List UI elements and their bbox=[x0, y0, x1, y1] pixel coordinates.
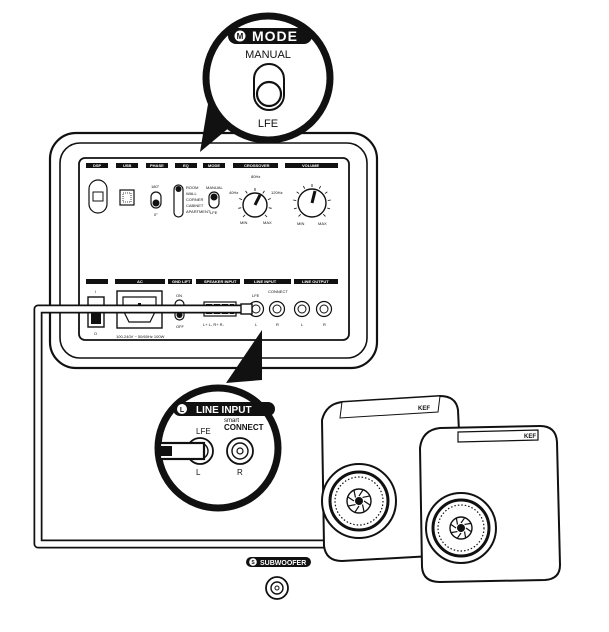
ac-rating: 100-240V ~ 50/60Hz 100W bbox=[116, 334, 165, 339]
subwoofer-rear-panel: DSP USB PHASE EQ MODE CROSSOVER VOLUME 1… bbox=[48, 131, 379, 370]
mode-title-pill bbox=[228, 28, 312, 44]
eq-cabinet: CABINET bbox=[186, 203, 204, 208]
header-phase: PHASE bbox=[150, 163, 164, 168]
r-jack-label: R bbox=[237, 468, 243, 477]
header-crossover: CROSSOVER bbox=[244, 163, 270, 168]
header-usb: USB bbox=[123, 163, 132, 168]
kef-logo-right: KEF bbox=[524, 434, 536, 440]
volume-knob: MIN MAX bbox=[293, 184, 331, 226]
mode-manual-small: MANUAL bbox=[206, 185, 223, 190]
subwoofer-title: SUBWOOFER bbox=[260, 560, 306, 567]
subwoofer-badge: S bbox=[251, 560, 255, 566]
panel-header-row-bottom: AC GND LIFT SPEAKER INPUT LINE INPUT LIN… bbox=[86, 279, 338, 284]
line-input-callout: L LINE INPUT smart CONNECT LFE L R bbox=[154, 330, 282, 512]
line-in-r-jack bbox=[268, 300, 286, 318]
power-i: I bbox=[95, 289, 96, 294]
eq-room: ROOM bbox=[186, 185, 198, 190]
smart-label: smart bbox=[224, 418, 239, 424]
header-ac: AC bbox=[137, 279, 143, 284]
line-in-lfe-small: LFE bbox=[252, 293, 260, 298]
mode-switch-small bbox=[208, 191, 220, 209]
mode-callout: M MODE MANUAL LFE bbox=[200, 12, 334, 152]
lfe-cable bbox=[33, 303, 341, 549]
phase-switch bbox=[150, 191, 162, 209]
crossover-knob: 80Hz 40Hz 120Hz MIN MAX bbox=[229, 174, 283, 225]
eq-switch bbox=[173, 184, 184, 218]
volume-min: MIN bbox=[297, 221, 304, 226]
line-out-l: L bbox=[301, 322, 304, 327]
kef-logo-left: KEF bbox=[418, 406, 430, 412]
header-mode: MODE bbox=[208, 163, 220, 168]
line-in-l-small: L bbox=[255, 322, 258, 327]
header-gnd: GND LIFT bbox=[172, 279, 191, 284]
speaker-right: KEF bbox=[418, 424, 562, 584]
line-out-r: R bbox=[323, 322, 326, 327]
header-eq: EQ bbox=[183, 163, 189, 168]
line-input-badge: L bbox=[180, 407, 185, 414]
volume-max: MAX bbox=[318, 221, 327, 226]
l-jack-label: L bbox=[196, 468, 201, 477]
dsp-port bbox=[88, 179, 108, 214]
panel-header-row-top: DSP USB PHASE EQ MODE CROSSOVER VOLUME bbox=[86, 163, 338, 168]
header-line-output: LINE OUTPUT bbox=[302, 279, 329, 284]
gnd-off: OFF bbox=[176, 324, 185, 329]
subwoofer-title-pill bbox=[246, 557, 311, 567]
line-out-r-jack bbox=[315, 300, 333, 318]
mode-badge: M bbox=[237, 32, 244, 41]
mode-manual-label: MANUAL bbox=[245, 49, 291, 61]
smart-connect-small: CONNECT bbox=[268, 289, 288, 294]
eq-apartment: APARTMENT bbox=[186, 209, 211, 214]
speaker-terms: L+ L- R+ R- bbox=[203, 322, 225, 327]
xover-80: 80Hz bbox=[251, 174, 260, 179]
line-input-title-pill bbox=[173, 402, 275, 416]
mode-lfe-small: LFE bbox=[210, 210, 218, 215]
line-in-r-small: R bbox=[276, 322, 279, 327]
phase-0: 0° bbox=[154, 212, 158, 217]
header-speaker-input: SPEAKER INPUT bbox=[204, 279, 237, 284]
power-o: O bbox=[94, 331, 97, 336]
subwoofer-out-tag: S SUBWOOFER bbox=[246, 557, 311, 600]
rca-plug-panel bbox=[240, 303, 253, 315]
eq-wall: WALL bbox=[186, 191, 198, 196]
connect-label: CONNECT bbox=[224, 423, 264, 432]
dsp-inner bbox=[92, 191, 104, 202]
mode-lfe-label: LFE bbox=[258, 118, 278, 130]
eq-corner: CORNER bbox=[186, 197, 203, 202]
line-input-title: LINE INPUT bbox=[196, 405, 252, 416]
mode-title: MODE bbox=[252, 28, 298, 44]
gnd-on: ON bbox=[176, 293, 182, 298]
xover-max: MAX bbox=[263, 220, 272, 225]
usb-port bbox=[119, 189, 135, 206]
xover-min: MIN bbox=[240, 220, 247, 225]
xover-40: 40Hz bbox=[229, 190, 238, 195]
header-dsp: DSP bbox=[93, 163, 102, 168]
xover-120: 120Hz bbox=[271, 190, 283, 195]
header-volume: VOLUME bbox=[302, 163, 319, 168]
phase-180: 180° bbox=[151, 184, 160, 189]
lfe-jack-label: LFE bbox=[196, 427, 211, 436]
header-line-input: LINE INPUT bbox=[254, 279, 277, 284]
line-out-l-jack bbox=[293, 300, 311, 318]
